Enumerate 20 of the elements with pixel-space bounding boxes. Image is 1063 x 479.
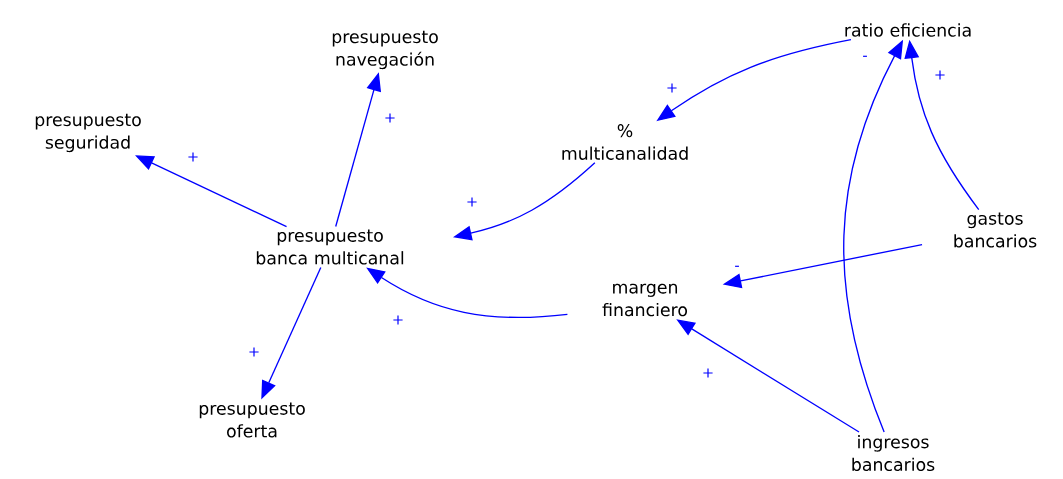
arrow <box>366 267 569 319</box>
polarity-sign: + <box>667 83 677 93</box>
polarity-sign: + <box>385 113 395 123</box>
variable-label: gastos bancarios <box>954 212 1037 248</box>
variable-label: presupuesto seguridad <box>35 113 141 153</box>
polarity-sign: + <box>703 368 713 378</box>
polarity-sign: + <box>393 315 403 325</box>
variable-label: margen financiero <box>602 283 688 317</box>
polarity-sign: - <box>735 265 739 267</box>
variable-label: presupuesto navegación <box>332 30 438 70</box>
polarity-sign: + <box>188 152 198 162</box>
variable-label: presupuesto oferta <box>199 402 305 438</box>
variable-label: presupuesto banca multicanal <box>256 229 404 265</box>
polarity-sign: + <box>249 347 259 357</box>
polarity-sign: + <box>935 70 945 80</box>
polarity-sign: + <box>467 197 477 207</box>
variable-label: % multicanalidad <box>562 124 688 160</box>
variable-label: ingresos bancarios <box>852 434 935 472</box>
polarity-sign: - <box>863 55 867 57</box>
variable-label: ratio eficiencia <box>845 23 971 37</box>
